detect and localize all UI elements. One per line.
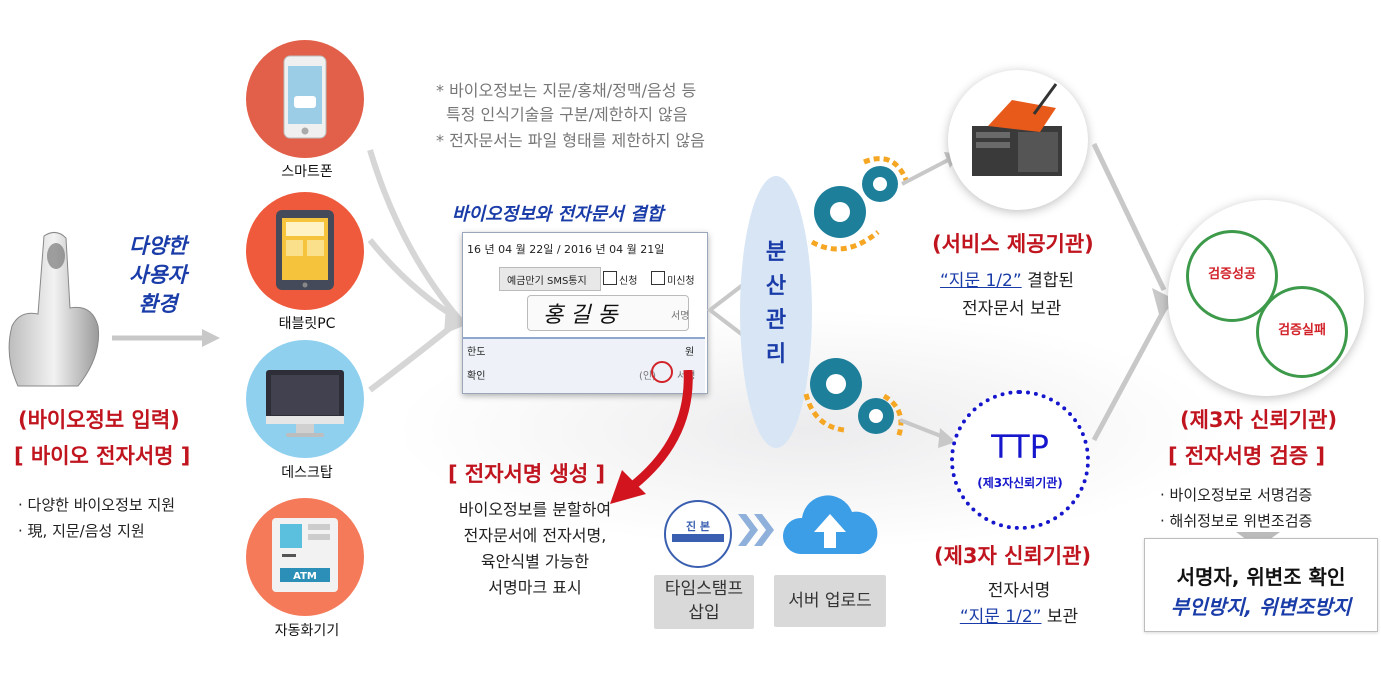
finger-icon — [8, 232, 100, 387]
atm-circle: ATM — [246, 498, 364, 616]
fingerprint-mark-icon — [651, 361, 673, 383]
desktop-icon — [266, 370, 344, 437]
signed-document: 16 년 04 월 22일 / 2016 년 04 월 21일 예금만기 SMS… — [462, 232, 708, 394]
fingerprint-half-link[interactable]: “지문 1/2” — [940, 271, 1022, 291]
doc-limit-label: 한도 — [467, 347, 486, 358]
desktop-label: 데스크탑 — [281, 465, 333, 481]
chevrons-icon — [738, 514, 774, 546]
fingerprint-half-link-2[interactable]: “지문 1/2” — [959, 607, 1042, 627]
sig-gen-line-4: 서명마크 표시 — [488, 578, 582, 597]
verify-result-line-2: 부인방지, 위변조방지 — [1170, 595, 1352, 619]
cloud-upload-icon — [782, 495, 878, 554]
red-curved-arrow — [610, 370, 693, 504]
tablet-icon — [276, 210, 334, 290]
doc-noapply-checkbox[interactable] — [651, 271, 665, 285]
left-chevron — [706, 282, 746, 338]
doc-signature: 홍 길 동 — [543, 303, 618, 328]
verify-result-box: 서명자, 위변조 확인 부인방지, 위변조방지 — [1144, 538, 1378, 632]
smartphone-circle — [246, 40, 364, 158]
timestamp-stamp-icon: 진 본 — [664, 500, 732, 568]
gears-top-icon — [810, 152, 960, 252]
server-icon — [972, 83, 1062, 176]
doc-confirm-label: 확인 — [467, 371, 486, 382]
verify-stamp-success-icon: 검증성공 — [1186, 230, 1278, 322]
verify-title-2: [ 전자서명 검증 ] — [1168, 444, 1326, 468]
doc-sign-label: 서명 — [671, 311, 690, 322]
note-bio-any: * 바이오정보는 지문/홍채/정맥/음성 등 — [436, 81, 697, 100]
atm-label: 자동화기기 — [274, 623, 340, 639]
smartphone-label: 스마트폰 — [281, 164, 333, 180]
service-title: (서비스 제공기관) — [932, 232, 1094, 256]
doc-seal-label: (인) — [639, 371, 657, 382]
combine-title: 바이오정보와 전자문서 결합 — [452, 204, 664, 225]
gears-bottom-icon — [803, 358, 956, 448]
verify-bullet-2: · 해쉬정보로 위변조검증 — [1160, 512, 1313, 530]
doc-apply-label: 신청 — [619, 276, 638, 287]
doc-won-label: 원 — [685, 347, 695, 358]
sig-gen-line-1: 바이오정보를 분할하여 — [458, 500, 612, 519]
doc-noapply-label: 미신청 — [667, 276, 695, 287]
service-line-1: “지문 1/2” 결합된 — [940, 271, 1074, 291]
tablet-label: 태블릿PC — [278, 316, 336, 332]
ttp-label: TTP — [991, 428, 1049, 466]
doc-apply-checkbox[interactable] — [603, 271, 617, 285]
server-upload-box: 서버 업로드 — [774, 575, 886, 627]
verify-bullet-1: · 바이오정보로 서명검증 — [1160, 486, 1313, 504]
timestamp-insert-box: 타임스탬프 삽입 — [654, 575, 754, 629]
note-file-any: * 전자문서는 파일 형태를 제한하지 않음 — [436, 131, 705, 150]
converge-arrows — [1091, 142, 1176, 442]
sig-gen-line-2: 전자문서에 전자서명, — [463, 526, 607, 545]
sig-gen-line-3: 육안식별 가능한 — [480, 552, 590, 571]
tablet-circle — [246, 192, 364, 310]
ttp-line-1: 전자서명 — [987, 581, 1051, 601]
server-bubble — [948, 70, 1088, 210]
bullet-bio-support: · 다양한 바이오정보 지원 — [18, 496, 176, 514]
device-connector-arrows — [367, 149, 468, 393]
ttp-title: (제3자 신뢰기관) — [934, 544, 1092, 568]
svg-text:ATM: ATM — [293, 571, 317, 582]
distributed-label: 분 산 관 리 — [765, 240, 787, 367]
ttp-circle: TTP (제3자신뢰기관) — [950, 390, 1090, 530]
distributed-ellipse — [740, 176, 812, 448]
bullet-current-support: · 現, 지문/음성 지원 — [18, 522, 145, 540]
verify-title-1: (제3자 신뢰기관) — [1180, 408, 1338, 432]
service-line-2: 전자문서 보관 — [962, 299, 1062, 319]
atm-icon: ATM — [272, 518, 338, 592]
verify-bubble: 검증성공 검증실패 — [1168, 200, 1364, 396]
note-no-restriction: 특정 인식기술을 구분/제한하지 않음 — [446, 105, 688, 124]
sig-gen-title: [ 전자서명 생성 ] — [448, 462, 606, 486]
bio-signature-title: [ 바이오 전자서명 ] — [14, 444, 191, 468]
verify-result-line-1: 서명자, 위변조 확인 — [1176, 565, 1346, 589]
verify-stamp-fail-icon: 검증실패 — [1256, 286, 1348, 378]
ttp-line-2: “지문 1/2” 보관 — [959, 607, 1079, 627]
environment-title: 다양한 사용자 환경 — [129, 234, 187, 316]
smartphone-icon — [283, 55, 327, 139]
desktop-circle — [246, 340, 364, 458]
bio-input-title: (바이오정보 입력) — [18, 408, 180, 432]
right-arrow — [112, 329, 220, 347]
ttp-sub-label: (제3자신뢰기관) — [977, 476, 1063, 490]
doc-date-row: 16 년 04 월 22일 / 2016 년 04 월 21일 — [467, 243, 665, 256]
doc-sms-label: 예금만기 SMS통지 — [507, 276, 587, 287]
